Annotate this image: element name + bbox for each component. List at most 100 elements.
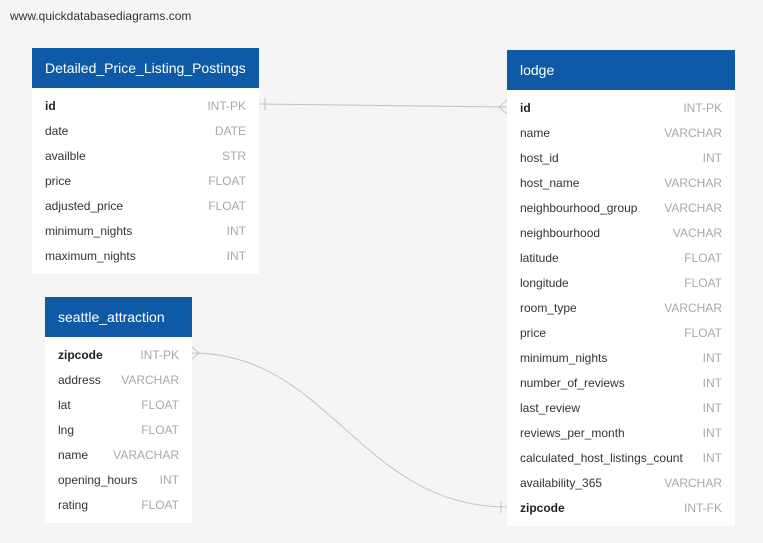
column-name: zipcode: [58, 347, 103, 362]
column-row[interactable]: address VARCHAR: [45, 367, 192, 392]
column-row[interactable]: longitude FLOAT: [507, 270, 735, 295]
column-name: neighbourhood: [520, 225, 601, 240]
column-row[interactable]: neighbourhood_group VARCHAR: [507, 195, 735, 220]
column-name: opening_hours: [58, 472, 138, 487]
column-name: availble: [45, 148, 86, 163]
column-type: FLOAT: [208, 198, 246, 213]
column-name: address: [58, 372, 101, 387]
column-type: INT: [702, 400, 722, 415]
column-row[interactable]: minimum_nights INT: [507, 345, 735, 370]
column-name: availability_365: [520, 475, 603, 490]
column-type: VARCHAR: [664, 300, 722, 315]
column-name: minimum_nights: [45, 223, 133, 238]
column-name: price: [45, 173, 72, 188]
column-type: INT: [226, 223, 246, 238]
column-type: INT: [702, 150, 722, 165]
column-type: VARACHAR: [113, 447, 179, 462]
crow-foot-marker: [191, 346, 200, 360]
column-type: VARCHAR: [121, 372, 179, 387]
column-type: FLOAT: [684, 250, 722, 265]
column-name: longitude: [520, 275, 569, 290]
table-header[interactable]: Detailed_Price_Listing_Postings: [32, 48, 259, 88]
column-type: DATE: [214, 123, 246, 138]
column-type: INT-PK: [207, 98, 246, 113]
column-name: adjusted_price: [45, 198, 124, 213]
column-row[interactable]: name VARCHAR: [507, 120, 735, 145]
column-type: VARCHAR: [664, 125, 722, 140]
column-type: INT: [226, 248, 246, 263]
column-name: name: [520, 125, 551, 140]
column-row[interactable]: zipcode INT-PK: [45, 342, 192, 367]
table-header[interactable]: seattle_attraction: [45, 297, 192, 337]
column-row[interactable]: host_id INT: [507, 145, 735, 170]
column-type: INT: [702, 350, 722, 365]
column-row[interactable]: last_review INT: [507, 395, 735, 420]
column-row[interactable]: room_type VARCHAR: [507, 295, 735, 320]
column-row[interactable]: rating FLOAT: [45, 492, 192, 517]
column-row[interactable]: calculated_host_listings_count INT: [507, 445, 735, 470]
column-type: INT-PK: [140, 347, 179, 362]
column-row[interactable]: lng FLOAT: [45, 417, 192, 442]
column-type: INT: [702, 375, 722, 390]
column-name: zipcode: [520, 500, 565, 515]
table-header[interactable]: lodge: [507, 50, 735, 90]
column-row[interactable]: name VARACHAR: [45, 442, 192, 467]
column-name: maximum_nights: [45, 248, 136, 263]
column-type: INT-FK: [684, 500, 722, 515]
column-row[interactable]: date DATE: [32, 118, 259, 143]
relationship-line: [258, 103, 508, 108]
column-name: price: [520, 325, 547, 340]
relationship-curve: [191, 352, 508, 508]
column-type: FLOAT: [141, 497, 179, 512]
column-name: date: [45, 123, 69, 138]
column-row[interactable]: zipcode INT-FK: [507, 495, 735, 520]
column-type: STR: [222, 148, 246, 163]
site-url[interactable]: www.quickdatabasediagrams.com: [10, 9, 192, 23]
column-name: last_review: [520, 400, 581, 415]
column-type: INT: [702, 425, 722, 440]
column-type: FLOAT: [141, 422, 179, 437]
column-row[interactable]: price FLOAT: [32, 168, 259, 193]
column-name: name: [58, 447, 89, 462]
column-row[interactable]: minimum_nights INT: [32, 218, 259, 243]
column-row[interactable]: availability_365 VARCHAR: [507, 470, 735, 495]
column-type: VACHAR: [672, 225, 722, 240]
column-name: lng: [58, 422, 75, 437]
column-name: room_type: [520, 300, 577, 315]
column-row[interactable]: availble STR: [32, 143, 259, 168]
column-type: VARCHAR: [664, 475, 722, 490]
column-name: neighbourhood_group: [520, 200, 638, 215]
column-type: VARCHAR: [664, 200, 722, 215]
column-name: calculated_host_listings_count: [520, 450, 683, 465]
column-name: host_id: [520, 150, 559, 165]
relationship-seattle-zipcode-to-lodge-zipcode: [191, 346, 508, 513]
column-name: lat: [58, 397, 71, 412]
column-name: rating: [58, 497, 89, 512]
relationship-detailed-id-to-lodge-id: [258, 98, 508, 115]
column-row[interactable]: neighbourhood VACHAR: [507, 220, 735, 245]
column-type: FLOAT: [684, 275, 722, 290]
crow-foot-marker: [498, 99, 508, 115]
column-row[interactable]: adjusted_price FLOAT: [32, 193, 259, 218]
column-row[interactable]: id INT-PK: [507, 95, 735, 120]
column-row[interactable]: maximum_nights INT: [32, 243, 259, 268]
column-type: INT: [702, 450, 722, 465]
column-name: id: [520, 100, 531, 115]
column-type: FLOAT: [208, 173, 246, 188]
column-type: INT-PK: [683, 100, 722, 115]
column-name: minimum_nights: [520, 350, 608, 365]
